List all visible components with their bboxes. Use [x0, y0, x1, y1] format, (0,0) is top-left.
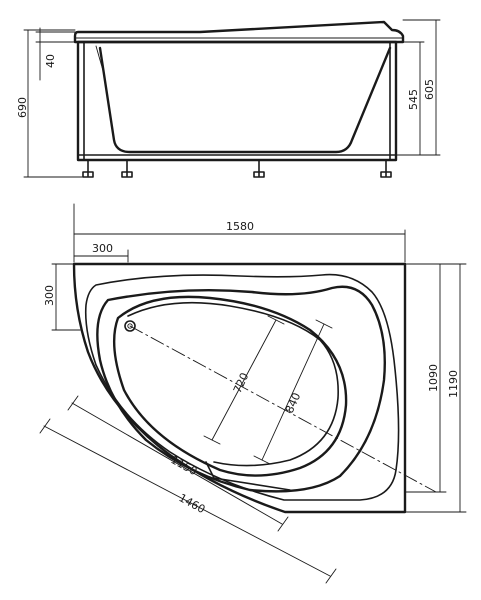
side-right-dimensions	[395, 19, 441, 156]
center-axis	[129, 325, 437, 493]
side-basin	[98, 46, 392, 154]
outer-contour	[72, 262, 407, 514]
dim-corner-width: 300	[92, 242, 113, 255]
step-notch	[205, 461, 291, 491]
dim-corner-height: 300	[43, 285, 56, 306]
rim-contour	[84, 273, 400, 501]
drain-icon	[124, 320, 136, 332]
basin-inner	[113, 295, 348, 477]
top-right-dimensions	[404, 263, 467, 513]
top-view: 720 840 1580 300 300	[39, 203, 467, 584]
top-horizontal-dimensions	[73, 203, 406, 263]
dim-rim-height: 40	[44, 54, 57, 68]
diagonal-length-dimensions	[39, 395, 337, 584]
dim-total-height: 690	[16, 97, 29, 118]
drain-center	[127, 323, 133, 329]
side-view: 40 690 545 605	[16, 19, 441, 178]
dim-tub-height: 605	[423, 79, 436, 100]
basin-step	[127, 301, 339, 467]
side-basin-inner	[95, 45, 105, 75]
dim-outer-length: 1460	[177, 491, 208, 516]
adjustable-feet	[82, 159, 392, 178]
dim-overall-length: 1580	[226, 220, 254, 233]
inner-width-dimension	[203, 315, 285, 445]
side-rim	[73, 20, 405, 44]
side-left-dimensions	[23, 27, 83, 178]
outer-width-dimension	[253, 319, 333, 465]
dim-inner-width: 720	[231, 371, 251, 395]
side-frame	[76, 40, 398, 162]
dim-overall-width: 1190	[447, 370, 460, 398]
corner-height-dimension	[51, 263, 81, 331]
dim-inner-depth: 545	[407, 89, 420, 110]
dim-side-1090: 1090	[427, 364, 440, 392]
dim-outer-width: 840	[283, 391, 303, 415]
basin-outer	[96, 285, 386, 493]
